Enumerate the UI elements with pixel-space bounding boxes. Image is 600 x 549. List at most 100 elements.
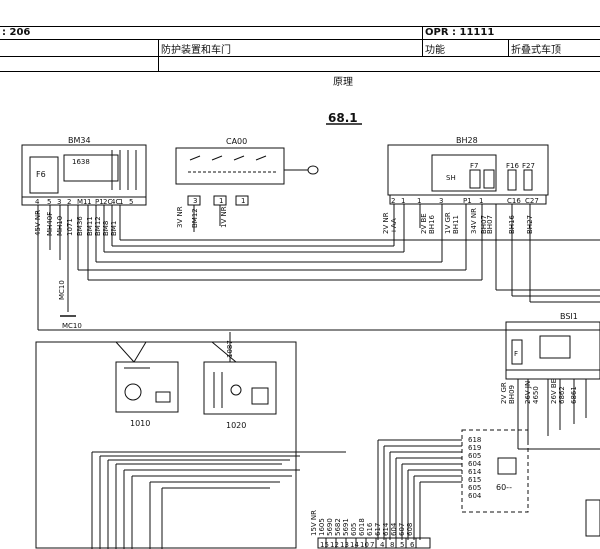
bm34-connector-strip (21, 196, 147, 206)
relay-pin-label: 605 (468, 452, 481, 460)
bh28-wire-label: 2V BE (420, 213, 428, 234)
bh28-pin-label: 1 (417, 197, 421, 205)
bm34-label: BM34 (68, 136, 91, 145)
c1010-label: 1010 (130, 419, 150, 428)
bm34-wire-label: 1071 (66, 218, 74, 236)
bm34-wire-label: BM12 (94, 216, 102, 236)
bm34-wire-label: MH10 (56, 216, 64, 236)
bh28-f7: F7 (470, 162, 478, 170)
relay-pin-label: 614 (468, 468, 482, 476)
diagram-title: 68.1 (328, 111, 358, 125)
bottom-wire-label: 608 (406, 523, 414, 536)
bh28-wire-label: BH27 (526, 215, 534, 234)
wiring-diagram: 68.1 BM34 CA00 BH28 BSI1 1010 1020 60-- … (21, 111, 600, 549)
bottom-wire-label: 617 (374, 523, 382, 536)
motor-area (35, 341, 297, 549)
bm34-wire-label: BM36 (76, 216, 84, 236)
c60-label: 60-- (496, 483, 512, 492)
bsi-wire-label: 4650 (532, 386, 540, 404)
bh28-wire-label: BH07 (480, 215, 488, 234)
bottom-pin-label: 4 (380, 541, 385, 549)
opr-code: OPR : 11111 (425, 27, 495, 38)
bm34-relay (63, 154, 119, 182)
bh28-connector-strip (389, 194, 547, 205)
bh28-pin-label: 2 (391, 197, 395, 205)
bottom-pin-label: 13 (340, 541, 349, 549)
bh28-wire-label: BH07 (486, 215, 494, 234)
bh28-label: BH28 (456, 136, 478, 145)
bm34-pin-label: 5 (47, 198, 51, 206)
relay-pin-label: 604 (468, 460, 482, 468)
bm34-wire-label: 45V NR (34, 210, 42, 236)
bottom-wire-label: 614 (382, 522, 390, 536)
ca00-label: CA00 (226, 137, 247, 146)
system-label: 防护装置和车门 (161, 45, 231, 56)
bh28-pin-label: 3 (439, 197, 443, 205)
bh28-f16: F16 (506, 162, 519, 170)
c60-box (461, 429, 529, 513)
bm34-wire-label: BM8 (102, 221, 110, 236)
bottom-wire-label: 616 (366, 522, 374, 536)
bm34-pin-label: 1 (119, 198, 123, 206)
bsi1-box (505, 321, 600, 371)
bm34-relay-label: 1638 (72, 158, 90, 166)
bm34-ground-label: MC10 (58, 280, 66, 300)
doc-code: : 206 (2, 27, 31, 38)
mc10-label: MC10 (62, 322, 82, 330)
bsi1-label: BSI1 (560, 312, 578, 321)
bsi-wire-label: 26V JN (524, 381, 532, 404)
relay-pin-label: 619 (468, 444, 481, 452)
bm34-wire-label: BM1 (110, 221, 118, 236)
bh28-pin-label: C16 (507, 197, 521, 205)
bsi-wire-label: 6862 (558, 386, 566, 404)
bottom-pin-label: 14 (350, 541, 359, 549)
bh28-wire-label: +AA (390, 218, 398, 234)
bottom-wire-label: 605 (350, 523, 358, 536)
bottom-wire-label: 15V NR (310, 510, 318, 536)
relay-pin-label: 604 (468, 492, 482, 500)
bottom-pin-label: 10 (360, 541, 369, 549)
bm34-pin-label: 5 (129, 198, 133, 206)
header-table: : 206 OPR : 11111 防护装置和车门 功能 折叠式车顶 原理 (0, 0, 600, 88)
bottom-wire-label: 607 (398, 523, 406, 536)
bottom-pin-label: 15 (320, 541, 329, 549)
bottom-wire-label: 5691 (342, 518, 350, 536)
bottom-pin-label: 8 (390, 541, 394, 549)
bm34-pin-label: 2 (67, 198, 71, 206)
bm34-wire-label: MH40F (46, 212, 54, 236)
c1087-label: 1087 (226, 340, 234, 358)
bh28-wire-label: BH16 (508, 214, 516, 234)
bsi-fuse: F (514, 350, 518, 358)
bh28-wire-label: BH11 (452, 215, 460, 234)
bm34-fuse-block (29, 156, 59, 194)
bh28-wire-label: 2V NR (382, 212, 390, 234)
relay-pin-label: 605 (468, 484, 481, 492)
key-icon (307, 165, 319, 175)
c1010-box (115, 361, 179, 413)
function-value: 折叠式车顶 (511, 45, 561, 56)
bottom-pin-label: 5 (400, 541, 404, 549)
motor-icon (124, 383, 142, 401)
bm34-pin-label: 1 (87, 198, 91, 206)
bsi-wire-label: BH09 (508, 385, 516, 404)
bm34-pin-label: 3 (57, 198, 61, 206)
c1020-label: 1020 (226, 421, 246, 430)
bottom-pin-label: 12 (330, 541, 339, 549)
ca00-pin-label: 1 (241, 197, 245, 205)
bh28-pin-label: C27 (525, 197, 539, 205)
section-label: 原理 (333, 77, 353, 88)
bottom-pin-label: 7 (370, 541, 374, 549)
relay-pin-label: 615 (468, 476, 481, 484)
bm34-pin-label: M1 (77, 198, 88, 206)
bottom-wire-label: 5682 (334, 518, 342, 536)
bh28-pin-label: P1 (463, 197, 472, 205)
bm34-wire-label: BM11 (86, 216, 94, 236)
bottom-wire-label: 604 (390, 522, 398, 536)
bm34-pin-label: 4C (111, 198, 120, 206)
relay-pin-label: 618 (468, 436, 481, 444)
bottom-pin-label: 6 (410, 541, 415, 549)
bh28-wire-label: 1V GR (444, 212, 452, 234)
bsi-wire-label: 26V BE (550, 379, 558, 404)
ca00-pin-label: 1 (219, 197, 223, 205)
bh28-sh: SH (446, 174, 456, 182)
